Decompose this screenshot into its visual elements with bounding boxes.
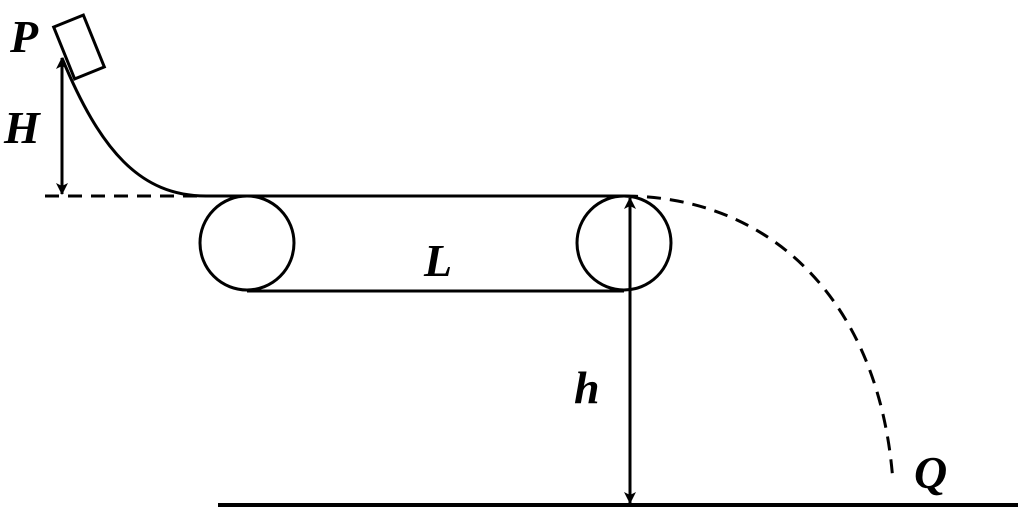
label-L: L: [423, 235, 452, 286]
projectile-trajectory: [623, 194, 895, 483]
label-h: h: [574, 362, 600, 413]
label-H: H: [3, 102, 41, 153]
label-Q: Q: [914, 447, 947, 498]
left-pulley: [198, 194, 296, 292]
right-pulley: [575, 194, 673, 292]
sliding-block: [51, 13, 107, 81]
curved-ramp: [60, 57, 207, 198]
label-P: P: [9, 11, 39, 62]
